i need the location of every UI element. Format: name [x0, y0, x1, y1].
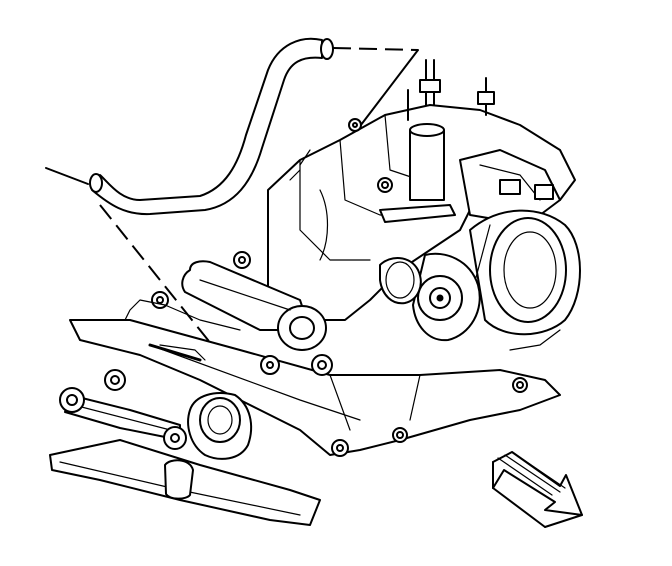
- hose-end-upper: [320, 38, 334, 60]
- bolt: [260, 355, 280, 375]
- lower-cover-plate: [49, 394, 321, 526]
- water-pump: [379, 252, 481, 342]
- bolt: [512, 377, 528, 393]
- intake-manifold-gasket: [69, 319, 561, 456]
- bolt: [59, 387, 85, 413]
- bolt: [233, 251, 251, 269]
- bolt: [392, 427, 408, 443]
- bolts: [59, 118, 528, 457]
- front-direction-arrow-icon: [492, 451, 583, 528]
- hose-end-lower: [89, 173, 103, 193]
- front-cover: [469, 209, 581, 336]
- bolt: [348, 118, 362, 132]
- upper-cylinder: [409, 129, 445, 201]
- bolt: [377, 177, 393, 193]
- coolant-pipe: [181, 204, 456, 351]
- bolt: [104, 369, 126, 391]
- bolt: [163, 426, 187, 450]
- bolt: [311, 354, 333, 376]
- thermostat-housing: [187, 392, 253, 460]
- misc-linework: [124, 149, 561, 362]
- bolt: [151, 291, 169, 309]
- small-tube: [379, 204, 456, 223]
- heater-hose: [89, 37, 334, 216]
- mounting-studs: [407, 59, 495, 121]
- bolt: [331, 439, 349, 457]
